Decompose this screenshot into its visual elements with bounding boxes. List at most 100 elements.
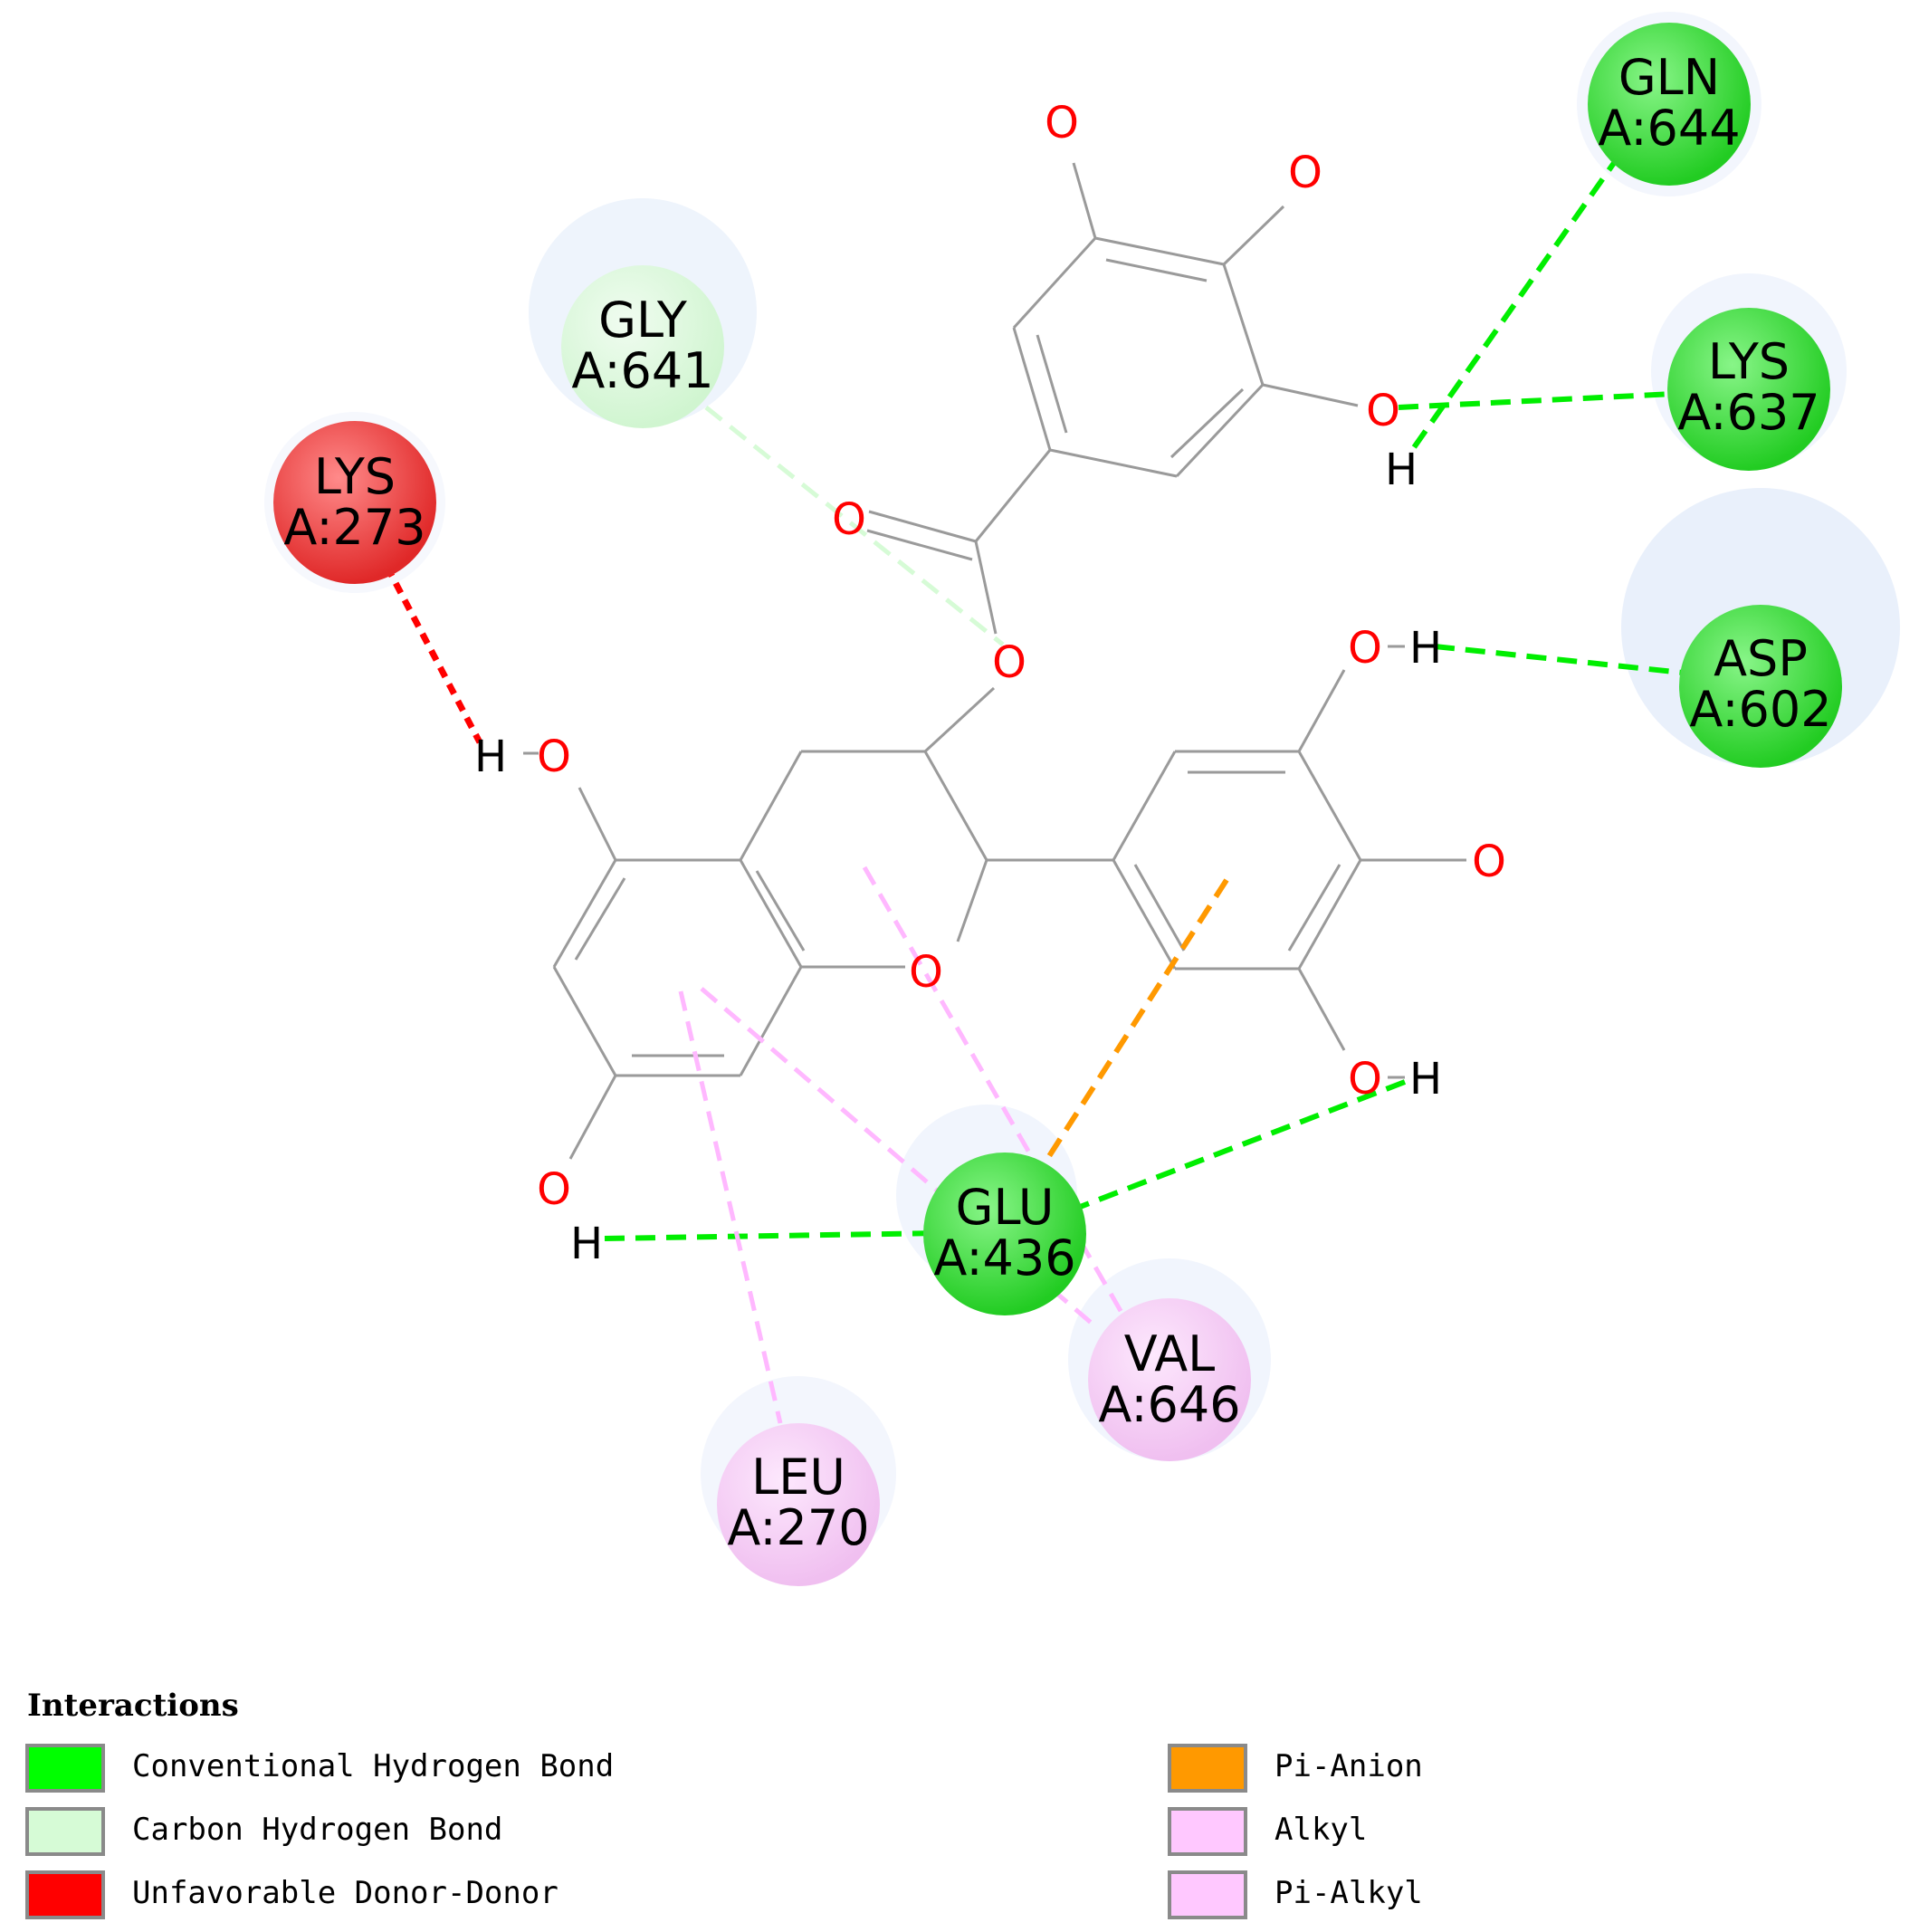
bond (552, 966, 617, 1076)
legend: Interactions Conventional Hydrogen Bond … (25, 1688, 1423, 1919)
oxygen-atom: O (832, 494, 866, 545)
bond (739, 966, 803, 1076)
oxygen-atom: O (1348, 1054, 1382, 1105)
legend-label: Conventional Hydrogen Bond (132, 1748, 614, 1784)
legend-item-alkyl: Alkyl (1168, 1807, 1367, 1856)
bond (1170, 387, 1245, 459)
bond (1297, 751, 1362, 861)
residue-disc (923, 1153, 1086, 1315)
bond (1287, 864, 1341, 952)
hydrogen-atom: H (1409, 623, 1442, 674)
bond (1222, 205, 1285, 266)
residue-val646[interactable]: VAL A:646 (1088, 1298, 1251, 1461)
residue-gly641[interactable]: GLY A:641 (561, 265, 724, 428)
legend-swatch (25, 1744, 105, 1793)
residue-chain: A:644 (1598, 100, 1740, 157)
ligand-skeleton (523, 162, 1466, 1160)
legend-swatch (1168, 1744, 1247, 1793)
bond (1072, 162, 1097, 239)
residue-name: GLY (598, 292, 688, 349)
residue-lys637[interactable]: LYS A:637 (1667, 308, 1830, 471)
carbon-hbond-line-gly641 (704, 406, 1005, 646)
oxygen-atom: O (992, 637, 1026, 688)
hydrogen-atom: H (474, 732, 507, 782)
residue-asp602[interactable]: ASP A:602 (1679, 605, 1842, 768)
oxygen-atom: O (537, 732, 571, 782)
residue-name: LEU (751, 1449, 845, 1506)
residue-chain: A:436 (933, 1229, 1075, 1286)
bond (974, 449, 1052, 542)
bond (1094, 236, 1225, 266)
hydrogen-atom: H (1385, 445, 1418, 495)
bond (739, 859, 803, 968)
residue-name: LYS (1708, 333, 1790, 390)
bond (1012, 236, 1097, 330)
oxygen-atom: O (1366, 386, 1400, 436)
hbond-line-lys637 (1398, 388, 1730, 410)
residue-name: VAL (1124, 1325, 1216, 1382)
oxygen-atom: O (537, 1164, 571, 1215)
residue-disc (1679, 605, 1842, 768)
residue-chain: A:270 (727, 1499, 869, 1556)
residue-chain: A:641 (571, 342, 713, 399)
legend-swatch (1168, 1870, 1247, 1919)
residue-disc (1667, 308, 1830, 471)
bond (1133, 864, 1186, 952)
halo-layer (264, 12, 1900, 1572)
hydrogen-atom: H (1409, 1054, 1442, 1105)
bond (578, 787, 617, 861)
legend-item-carbon-hbond: Carbon Hydrogen Bond (25, 1807, 502, 1856)
bond (1222, 263, 1265, 386)
bond (1112, 859, 1177, 970)
residue-disc (1588, 23, 1751, 186)
legend-title: Interactions (27, 1688, 239, 1724)
bond (574, 877, 626, 961)
residues: GLN A:644 LYS A:637 GLY A:641 LYS A:273 … (273, 23, 1842, 1586)
residue-disc (561, 265, 724, 428)
bond (568, 1075, 617, 1160)
legend-item-donor-donor: Unfavorable Donor-Donor (25, 1870, 559, 1919)
bond (1012, 327, 1052, 451)
residue-disc (717, 1423, 880, 1586)
residue-gln644[interactable]: GLN A:644 (1588, 23, 1751, 186)
legend-item-conventional-hbond: Conventional Hydrogen Bond (25, 1744, 614, 1793)
residue-disc (1088, 1298, 1251, 1461)
oxygen-atom: O (1348, 623, 1382, 674)
residue-chain: A:602 (1689, 681, 1831, 738)
bond (974, 540, 998, 635)
bond (923, 751, 988, 861)
residue-name: GLU (956, 1179, 1055, 1236)
bond (1297, 669, 1346, 752)
residue-leu270[interactable]: LEU A:270 (717, 1423, 880, 1586)
residue-chain: A:273 (283, 499, 425, 556)
legend-swatch (1168, 1807, 1247, 1856)
hbond-line-glu436-a (604, 1230, 942, 1241)
hydrogen-atom: H (570, 1219, 603, 1269)
legend-swatch (25, 1870, 105, 1919)
oxygen-atom: O (1045, 98, 1079, 148)
bond (1112, 751, 1177, 861)
bond (1262, 383, 1359, 407)
legend-item-pi-anion: Pi-Anion (1168, 1744, 1423, 1793)
residue-disc (273, 421, 436, 584)
residue-name: GLN (1618, 49, 1720, 106)
legend-label: Pi-Alkyl (1275, 1875, 1423, 1911)
oxygen-atom: O (1288, 148, 1322, 198)
bond (1036, 334, 1068, 434)
bond (1049, 448, 1178, 478)
bond (956, 859, 988, 942)
bond (755, 870, 806, 952)
residue-glu436[interactable]: GLU A:436 (923, 1153, 1086, 1315)
residue-name: ASP (1714, 630, 1808, 687)
residue-lys273[interactable]: LYS A:273 (273, 421, 436, 584)
legend-label: Alkyl (1275, 1812, 1367, 1848)
bond (552, 859, 617, 968)
oxygen-atom: O (1472, 837, 1506, 887)
bond (923, 686, 996, 753)
bond (1105, 258, 1208, 282)
residue-chain: A:646 (1098, 1376, 1240, 1433)
bond (866, 529, 973, 561)
legend-item-pi-alkyl: Pi-Alkyl (1168, 1870, 1423, 1919)
atom-labels: O O O H O O O O H O H O H O O H (474, 98, 1506, 1269)
